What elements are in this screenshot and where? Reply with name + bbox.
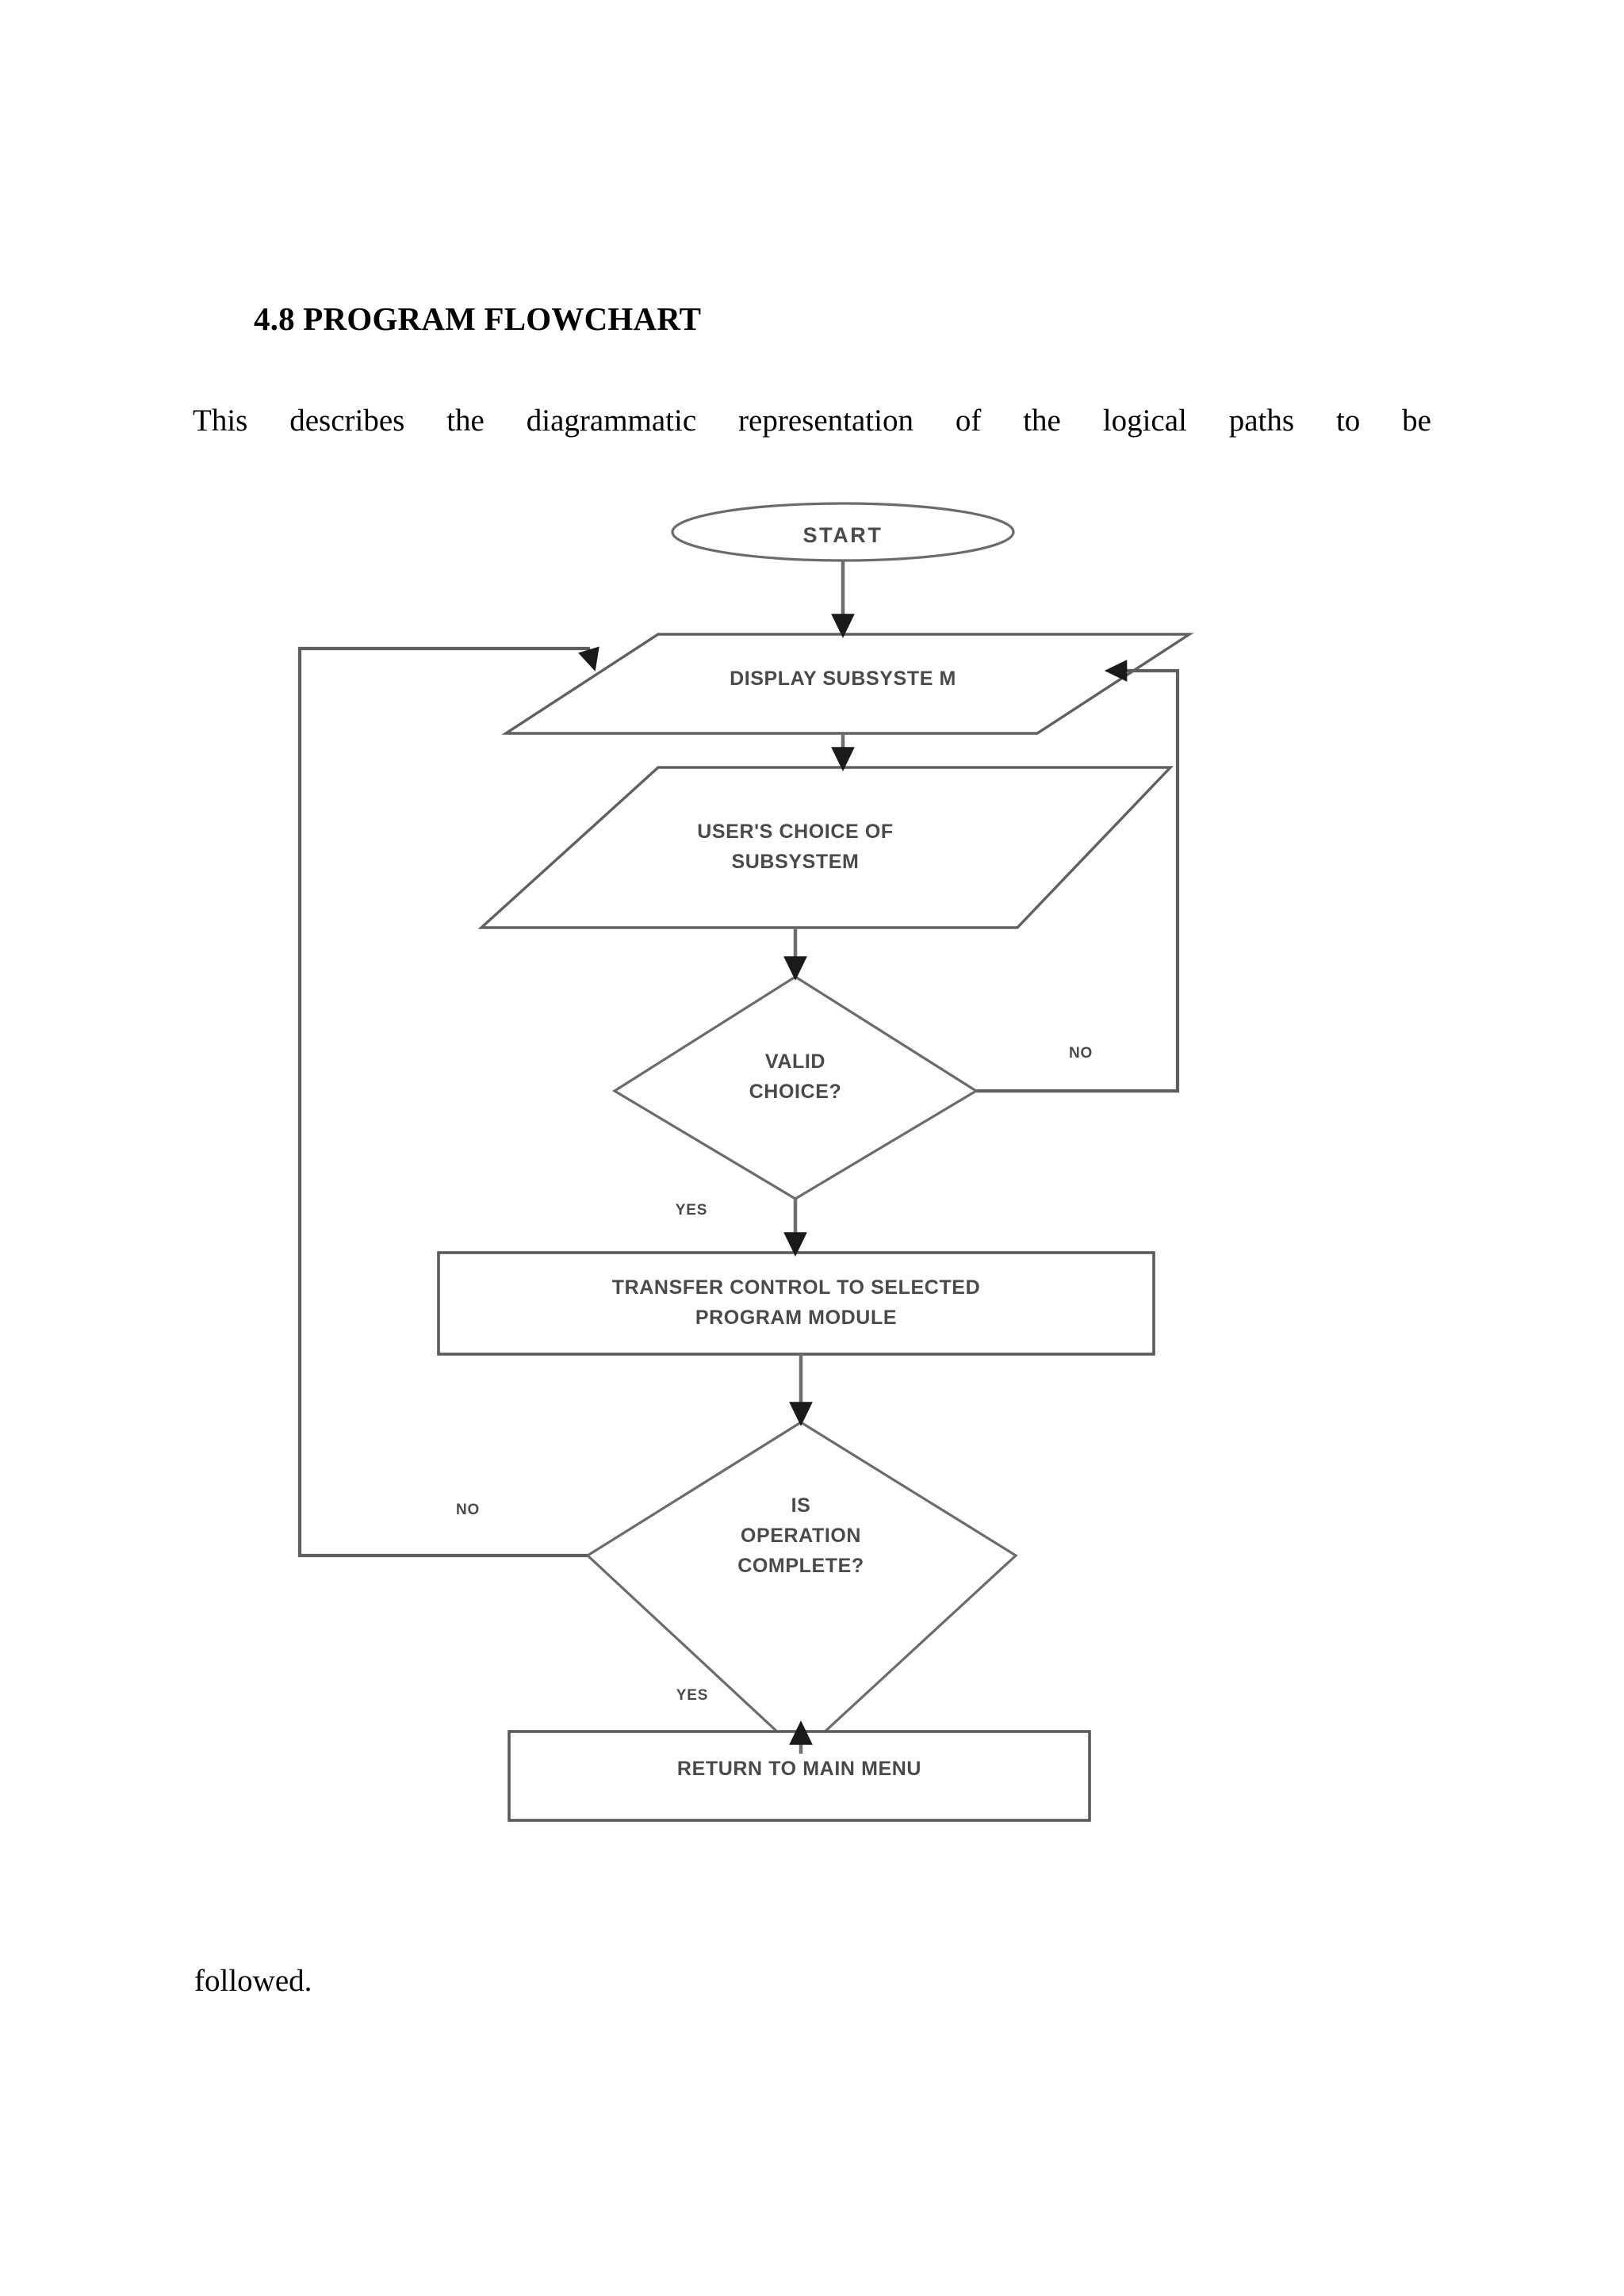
node-display-subsystem-label: DISPLAY SUBSYSTE M [730,668,956,690]
node-users-choice-label: USER'S CHOICE OF SUBSYSTEM [697,821,894,873]
section-heading: 4.8 PROGRAM FLOWCHART [254,300,702,337]
branch-label-operation-complete-no: NO [455,1502,481,1518]
edge-operation-no-loop [297,646,599,1558]
node-operation-complete-shape [585,1421,1018,1756]
intro-paragraph: This describes the diagrammatic represen… [193,404,1431,438]
node-return-main-menu-label: RETURN TO MAIN MENU [676,1758,922,1780]
trailing-paragraph: followed. [194,1964,312,1998]
branch-label-valid-choice-no: NO [1068,1045,1094,1062]
node-start-label: START [802,523,883,547]
node-operation-complete-label: IS OPERATION COMPLETE? [737,1494,864,1577]
node-transfer-control-label: TRANSFER CONTROL TO SELECTED PROGRAM MOD… [611,1276,981,1329]
branch-label-operation-complete-yes: YES [676,1687,709,1704]
branch-label-valid-choice-yes: YES [675,1202,708,1219]
node-valid-choice-label: VALID CHOICE? [749,1050,842,1103]
edge-valid-no-loop [976,660,1180,1093]
